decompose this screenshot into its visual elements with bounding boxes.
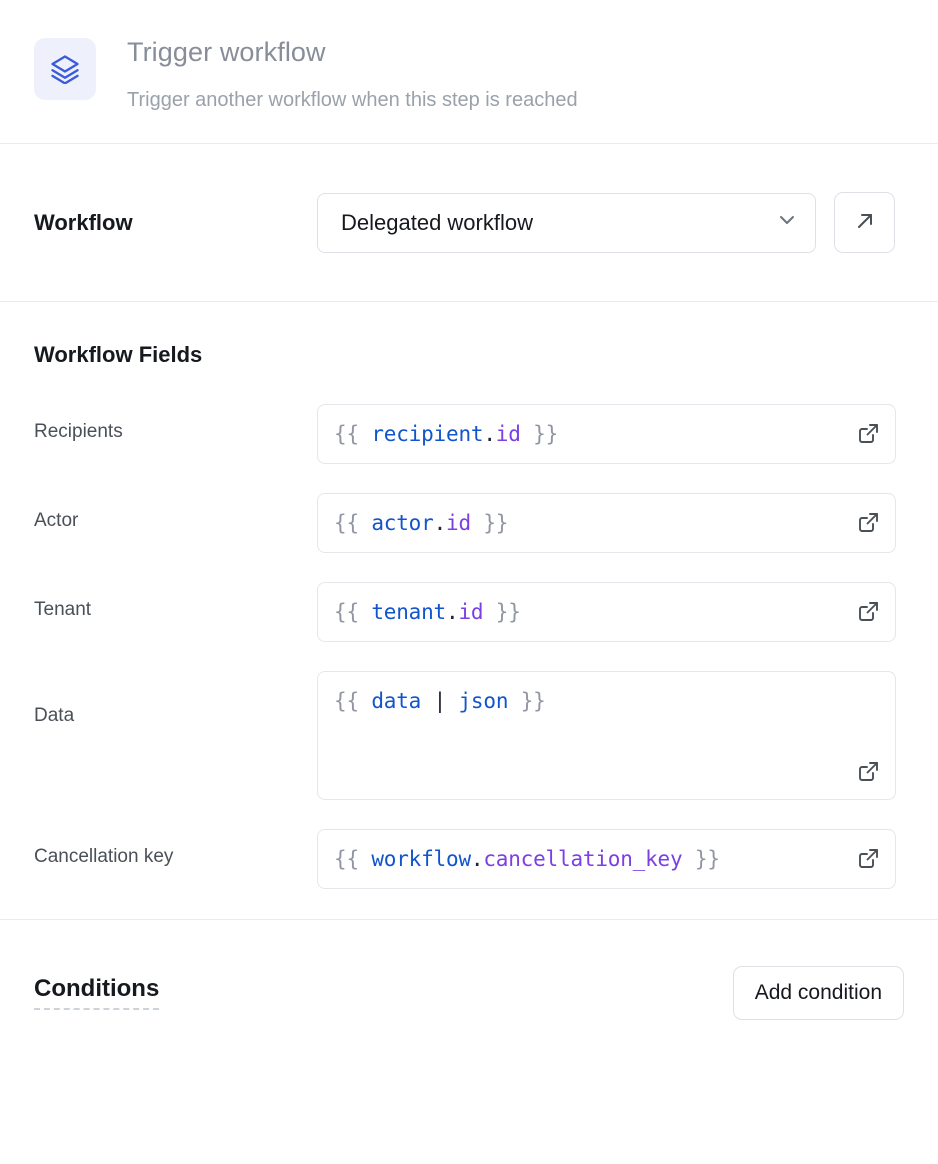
field-code-value: {{ workflow.cancellation_key }}	[334, 847, 720, 871]
add-condition-button[interactable]: Add condition	[732, 966, 904, 1020]
page-subtitle: Trigger another workflow when this step …	[127, 89, 578, 111]
field-row: Cancellation key {{ workflow.cancellation…	[34, 829, 904, 889]
field-code-input[interactable]: {{ workflow.cancellation_key }}	[317, 829, 896, 889]
field-label: Cancellation key	[34, 846, 174, 867]
field-code-input[interactable]: {{ actor.id }}	[317, 493, 896, 553]
field-code-value: {{ tenant.id }}	[334, 600, 521, 624]
field-row: Data {{ data | json }}	[34, 671, 904, 800]
external-link-icon[interactable]	[855, 421, 881, 447]
field-code-value: {{ data | json }}	[334, 689, 546, 713]
field-row: Tenant {{ tenant.id }}	[34, 582, 904, 642]
field-label: Data	[34, 705, 75, 726]
open-workflow-button[interactable]	[834, 192, 895, 253]
field-code-input[interactable]: {{ tenant.id }}	[317, 582, 896, 642]
workflow-select[interactable]: Delegated workflow	[317, 192, 816, 253]
workflow-fields-heading: Workflow Fields	[34, 342, 203, 367]
field-row: Recipients {{ recipient.id }}	[34, 404, 904, 464]
page-title: Trigger workflow	[127, 37, 326, 67]
field-code-input[interactable]: {{ data | json }}	[317, 671, 896, 800]
external-link-icon[interactable]	[855, 599, 881, 625]
field-label: Tenant	[34, 599, 92, 620]
conditions-section: Conditions Add condition	[0, 920, 938, 1066]
step-header: Trigger workflow Trigger another workflo…	[0, 0, 938, 143]
field-code-value: {{ actor.id }}	[334, 511, 509, 535]
divider-header	[0, 143, 938, 144]
field-label: Actor	[34, 510, 79, 531]
field-code-input[interactable]: {{ recipient.id }}	[317, 404, 896, 464]
external-link-icon[interactable]	[855, 510, 881, 536]
field-label: Recipients	[34, 421, 123, 442]
workflow-select-value: Delegated workflow	[341, 209, 533, 235]
chevron-down-icon	[775, 208, 799, 237]
field-row: Actor {{ actor.id }}	[34, 493, 904, 553]
divider-workflow	[0, 301, 938, 302]
workflow-fields-list: Recipients {{ recipient.id }} Actor {{ acto…	[34, 404, 904, 889]
arrow-up-right-icon	[853, 209, 877, 236]
conditions-title: Conditions	[34, 976, 160, 1011]
external-link-icon[interactable]	[855, 759, 881, 785]
workflow-section: Workflow Delegated workflow	[0, 144, 938, 301]
workflow-label: Workflow	[34, 209, 133, 235]
divider-fields	[0, 919, 938, 920]
workflow-fields-section: Workflow Fields Recipients {{ recipient.i…	[0, 302, 938, 889]
field-code-value: {{ recipient.id }}	[334, 422, 559, 446]
external-link-icon[interactable]	[855, 846, 881, 872]
layers-icon	[34, 38, 96, 100]
